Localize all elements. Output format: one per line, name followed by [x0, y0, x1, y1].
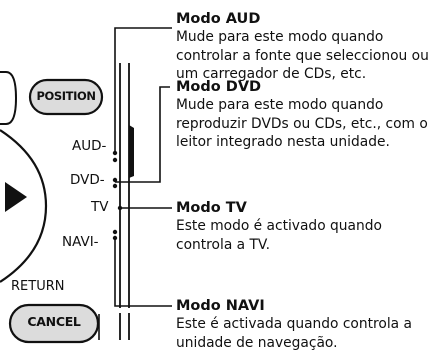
return-label: RETURN [11, 279, 65, 294]
position-button[interactable] [28, 78, 104, 116]
mode-dvd-description: Mude para este modo quando reproduzir DV… [176, 97, 428, 150]
mode-dvd-block: Modo DVD Mude para este modo quando repr… [176, 78, 434, 152]
mode-aud-title: Modo AUD [176, 11, 261, 27]
switch-label-tv: TV [91, 199, 109, 215]
switch-label-aud: AUD- [72, 138, 107, 154]
leader-aud [114, 27, 172, 153]
mode-tv-block: Modo TV Este modo é activado quando cont… [176, 199, 434, 254]
cancel-button-label: CANCEL [27, 314, 81, 329]
position-button-label: POSITION [36, 89, 96, 103]
mode-dvd-title: Modo DVD [176, 79, 262, 95]
play-triangle-icon [5, 182, 27, 212]
mode-tv-description: Este modo é activado quando controla a T… [176, 218, 382, 253]
cancel-button[interactable] [8, 303, 100, 344]
mode-aud-description: Mude para este modo quando controlar a f… [176, 29, 429, 82]
partial-left-button[interactable] [0, 71, 18, 125]
mode-navi-description: Este é activada quando controla a unidad… [176, 316, 412, 351]
mode-tv-title: Modo TV [176, 200, 247, 216]
mode-navi-block: Modo NAVI Este é activada quando control… [176, 297, 434, 352]
switch-label-dvd: DVD- [70, 172, 105, 188]
main-control-dial[interactable] [0, 129, 48, 283]
leader-navi [114, 238, 172, 307]
leader-dvd [115, 86, 170, 183]
mode-aud-block: Modo AUD Mude para este modo quando cont… [176, 10, 434, 84]
mode-navi-title: Modo NAVI [176, 298, 265, 314]
mode-slider[interactable] [129, 125, 134, 178]
switch-label-navi: NAVI- [62, 234, 99, 250]
